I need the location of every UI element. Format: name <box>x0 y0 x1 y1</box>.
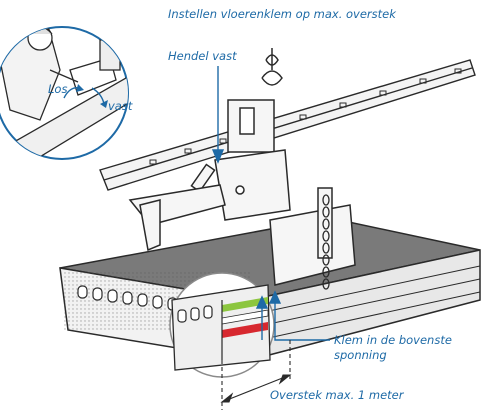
lifting-beam <box>99 59 476 191</box>
crane-hook <box>261 48 283 86</box>
red-groove <box>222 322 268 338</box>
los-label: Los <box>48 82 68 96</box>
inset-worker-circle <box>0 26 129 160</box>
lifting-chain <box>322 194 330 290</box>
overhang-dimension <box>220 340 292 410</box>
title-label: Instellen vloerenklem op max. overstek <box>168 7 396 21</box>
vast-label: vast <box>108 99 133 113</box>
overstek-label: Overstek max. 1 meter <box>270 388 404 402</box>
klem-label-line2: sponning <box>334 348 387 362</box>
green-groove <box>222 297 268 312</box>
klem-label-line1: Klem in de bovenste <box>334 333 452 347</box>
annotation-arrows <box>211 66 330 341</box>
floor-clamp <box>128 99 356 286</box>
hendel-label: Hendel vast <box>168 49 237 63</box>
